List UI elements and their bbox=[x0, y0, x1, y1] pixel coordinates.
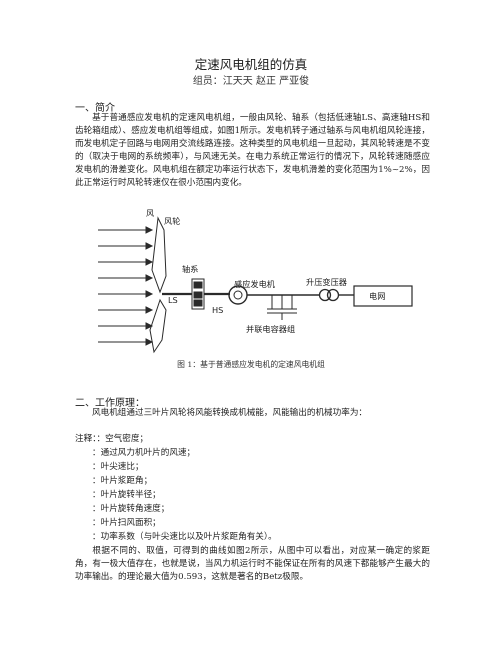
label-capacitor-bank: 并联电容器组 bbox=[246, 324, 295, 334]
note-line: ：通过风力机叶片的风速； bbox=[92, 448, 196, 458]
capacitor-bank bbox=[267, 295, 297, 320]
section-1-heading: 一、简介 bbox=[75, 103, 115, 114]
note-line: ：叶片旋转角速度； bbox=[92, 504, 170, 514]
section-1-paragraph: 基于普通感应发电机的定速风电机组，一般由风轮、轴系（包括低速轴LS、高速轴HS和… bbox=[75, 112, 430, 190]
rotor-blade-upper bbox=[151, 216, 167, 294]
note-line: ：叶片扫风面积； bbox=[92, 518, 161, 528]
label-wind: 风 bbox=[146, 208, 154, 218]
document-title: 定速风电机组的仿真 bbox=[194, 57, 308, 72]
gearbox bbox=[191, 278, 205, 310]
note-line: ：功率系数（与叶尖速比以及叶片浆距角有关）。 bbox=[92, 532, 277, 542]
label-transformer: 升压变压器 bbox=[306, 277, 347, 287]
wind-arrows bbox=[98, 226, 154, 346]
label-high-speed: HS bbox=[212, 305, 223, 315]
note-line: ：叶片浆距角； bbox=[92, 476, 153, 486]
step-up-transformer bbox=[318, 288, 340, 302]
label-generator: 感应发电机 bbox=[234, 279, 276, 289]
note-line: 注释：：空气密度； bbox=[75, 434, 149, 444]
label-grid: 电网 bbox=[369, 291, 385, 301]
grid-box bbox=[353, 285, 413, 307]
section-2-intro: 风电机组通过三叶片风轮将风能转换成机械能，风能输出的机械功率为： bbox=[92, 408, 368, 418]
label-low-speed: LS bbox=[168, 295, 178, 305]
label-rotor: 风轮 bbox=[164, 216, 180, 226]
section-2-paragraph: 根据不同的、取值，可得到的曲线如图2所示，从图中可以看出，对应某一确定的浆距角，… bbox=[75, 545, 430, 584]
section-2-text: 根据不同的、取值，可得到的曲线如图2所示，从图中可以看出，对应某一确定的浆距角，… bbox=[75, 546, 430, 582]
section-2-heading: 二、工作原理： bbox=[75, 398, 145, 409]
rotor-blade-lower bbox=[149, 298, 167, 354]
note-line: ：叶尖速比； bbox=[92, 462, 144, 472]
section-1-text: 基于普通感应发电机的定速风电机组，一般由风轮、轴系（包括低速轴LS、高速轴HS和… bbox=[75, 113, 430, 188]
note-line: ：叶片旋转半径； bbox=[92, 490, 161, 500]
document-authors: 组员：江天天 赵正 严亚俊 bbox=[192, 76, 310, 87]
figure-1-caption: 图 1：基于普通感应发电机的定速风电机组 bbox=[177, 360, 325, 369]
label-shaft: 轴系 bbox=[182, 264, 198, 274]
